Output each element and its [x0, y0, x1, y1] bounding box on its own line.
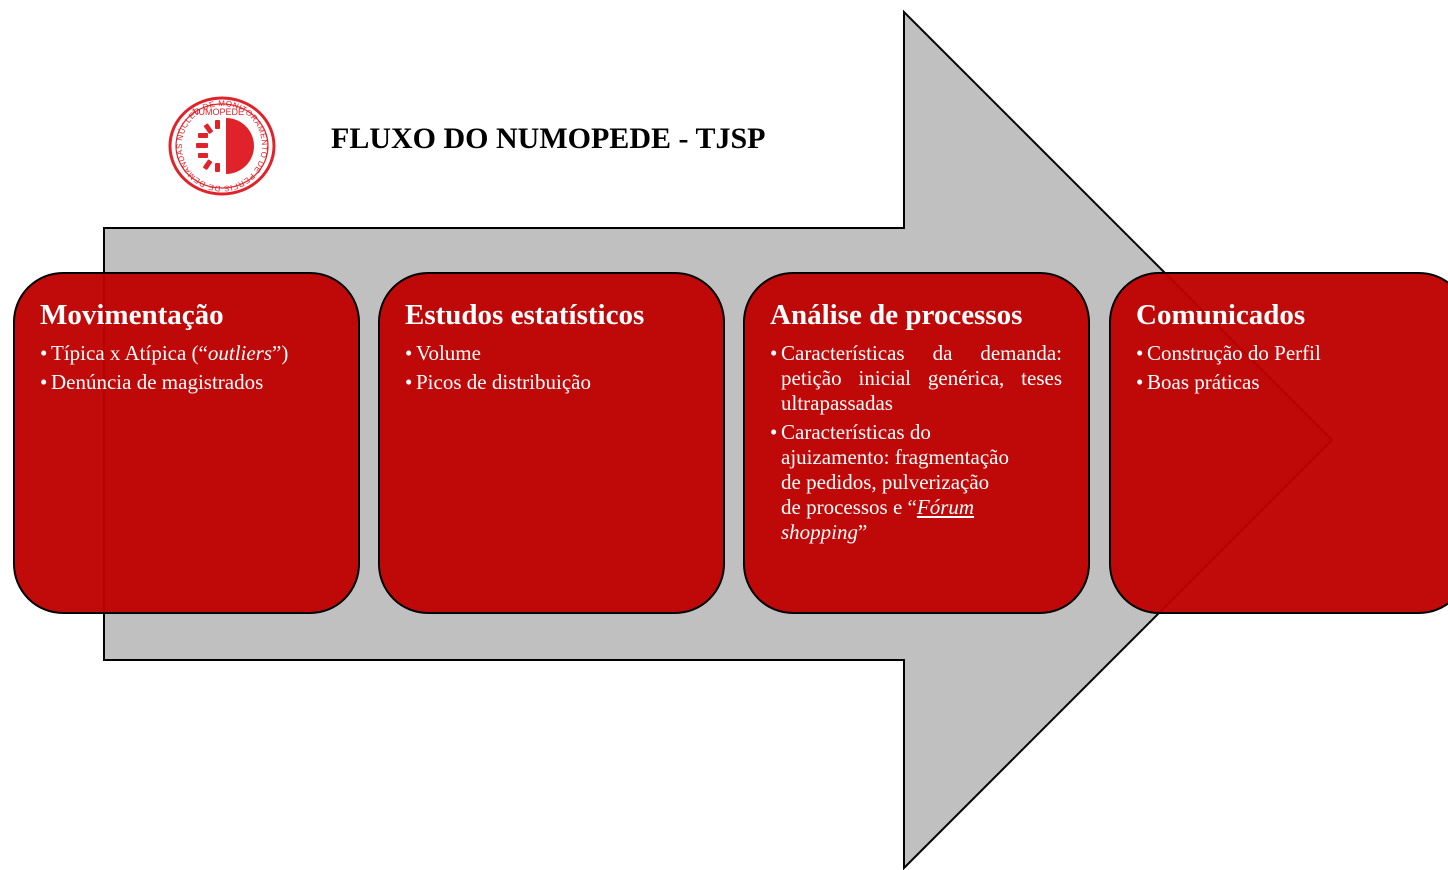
svg-text:NUMOPEDE: NUMOPEDE [192, 107, 244, 117]
stage-title: Estudos estatísticos [405, 299, 645, 331]
bullet-icon: • [1136, 341, 1144, 365]
forum-link[interactable]: Fórum [916, 495, 975, 519]
list-item: • Características da demanda: petição in… [770, 341, 1062, 415]
stage-items: • Construção do Perfil • Boas práticas [1136, 341, 1447, 395]
numopede-seal-icon: NÚCLEO DE MONITORAMENTO DE PERFIS DE DEM… [168, 96, 276, 196]
bullet-icon: • [770, 341, 778, 365]
stage-card-analise: Análise de processos • Características d… [743, 272, 1090, 614]
bullet-icon: • [1136, 370, 1144, 394]
list-item: • Boas práticas [1136, 370, 1260, 394]
list-item: • Denúncia de magistrados [40, 370, 264, 394]
bullet-icon: • [405, 341, 413, 365]
stage-items: • Características da demanda: petição in… [770, 341, 1062, 545]
stage-items: • Volume • Picos de distribuição [405, 341, 703, 395]
list-item: • Construção do Perfil [1136, 341, 1321, 365]
page-title: FLUXO DO NUMOPEDE - TJSP [331, 122, 766, 155]
stage-title: Movimentação [40, 299, 224, 331]
stage-card-estudos: Estudos estatísticos • Volume • Picos de… [378, 272, 725, 614]
stage-card-comunicados: Comunicados • Construção do Perfil • Boa… [1109, 272, 1448, 614]
bullet-icon: • [40, 370, 48, 394]
numopede-logo: NÚCLEO DE MONITORAMENTO DE PERFIS DE DEM… [168, 96, 276, 196]
stage-items: • Típica x Atípica (“outliers”) • Denúnc… [40, 341, 338, 395]
list-item: • Características do ajuizamento: fragme… [770, 420, 1009, 544]
bullet-icon: • [770, 420, 778, 444]
stage-card-movimentacao: Movimentação • Típica x Atípica (“outlie… [13, 272, 360, 614]
list-item: • Típica x Atípica (“outliers”) [40, 341, 289, 365]
bullet-icon: • [405, 370, 413, 394]
stage-title: Análise de processos [770, 299, 1023, 331]
list-item: • Volume [405, 341, 481, 365]
list-item: • Picos de distribuição [405, 370, 591, 394]
bullet-icon: • [40, 341, 48, 365]
stage-title: Comunicados [1136, 299, 1306, 331]
